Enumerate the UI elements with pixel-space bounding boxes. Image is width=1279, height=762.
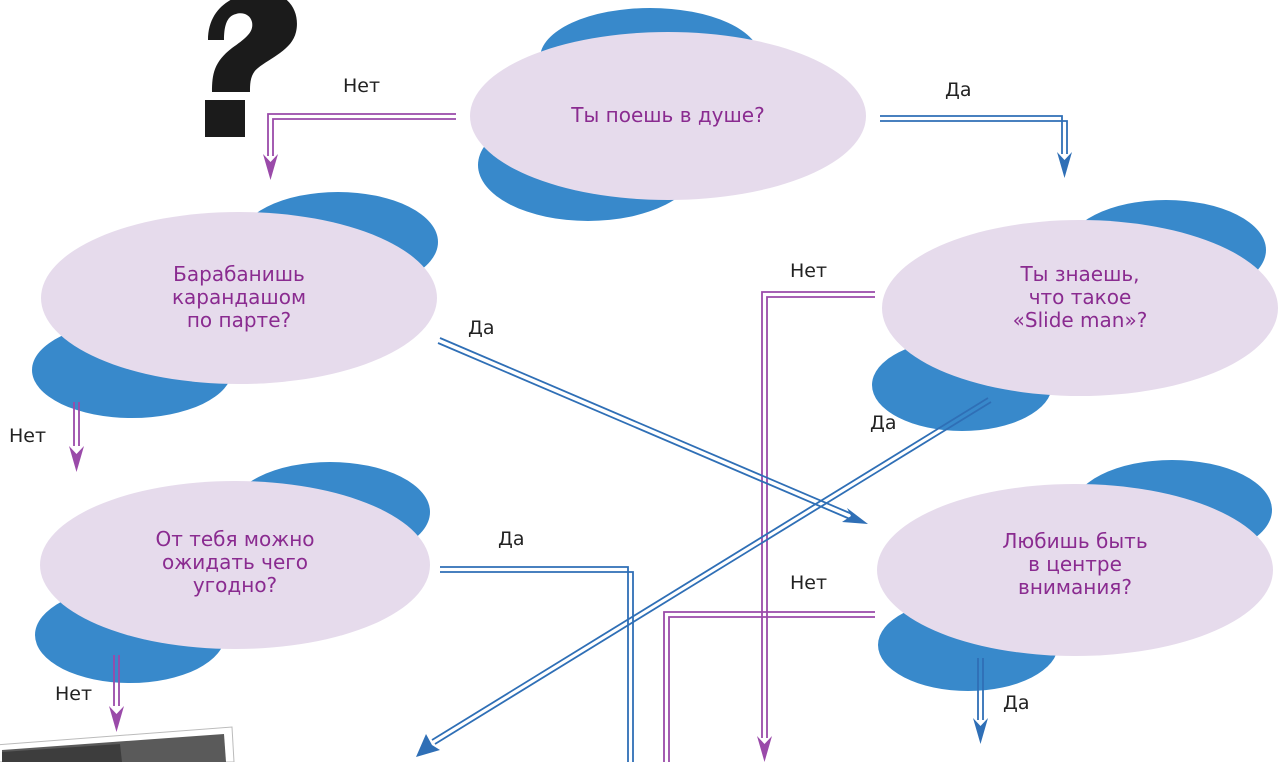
arrow-no-q3-down [757,291,875,762]
label-no-q2: Нет [9,425,47,447]
question-q4: От тебя можно ожидать чего угодно? [155,527,315,597]
arrow-no-q1-q2 [263,113,456,180]
bubble-q5 [877,460,1273,691]
question-mark-icon [205,0,297,137]
label-yes-q3: Да [870,412,897,434]
question-q2: Барабанишь карандашом по парте? [171,262,307,332]
label-no-q1: Нет [343,75,381,97]
label-yes-q4: Да [498,528,525,550]
arrow-yes-q1-q3 [880,115,1072,178]
label-yes-q5: Да [1003,692,1030,714]
label-no-q4: Нет [55,683,93,705]
bubble-body [40,481,430,649]
arrow-yes-q5-down [973,658,988,744]
label-yes-q2: Да [468,317,495,339]
arrow-no-q5-down [663,611,875,762]
bubble-q3 [872,200,1278,431]
arrow-yes-q2-q5 [437,337,868,524]
arrow-yes-q4-down [440,566,634,762]
question-q3: Ты знаешь, что такое «Slide man»? [1012,262,1148,332]
bubble-body [877,484,1273,656]
bubble-q2 [32,192,438,418]
arrow-no-q4-down [109,655,124,732]
bubble-body [41,212,437,384]
label-no-q5: Нет [790,572,828,594]
bubble-body [470,32,866,200]
bubble-q4 [35,462,430,683]
photo-fragment [0,726,235,762]
bubble-body [882,220,1278,396]
question-q5: Любишь быть в центре внимания? [1002,529,1148,599]
arrow-no-q2-q4 [69,402,84,472]
bubble-q1 [470,8,866,221]
label-no-q3: Нет [790,260,828,282]
question-q1: Ты поешь в душе? [571,103,765,127]
label-yes-q1: Да [945,79,972,101]
arrow-yes-q3-down-left [416,397,992,757]
